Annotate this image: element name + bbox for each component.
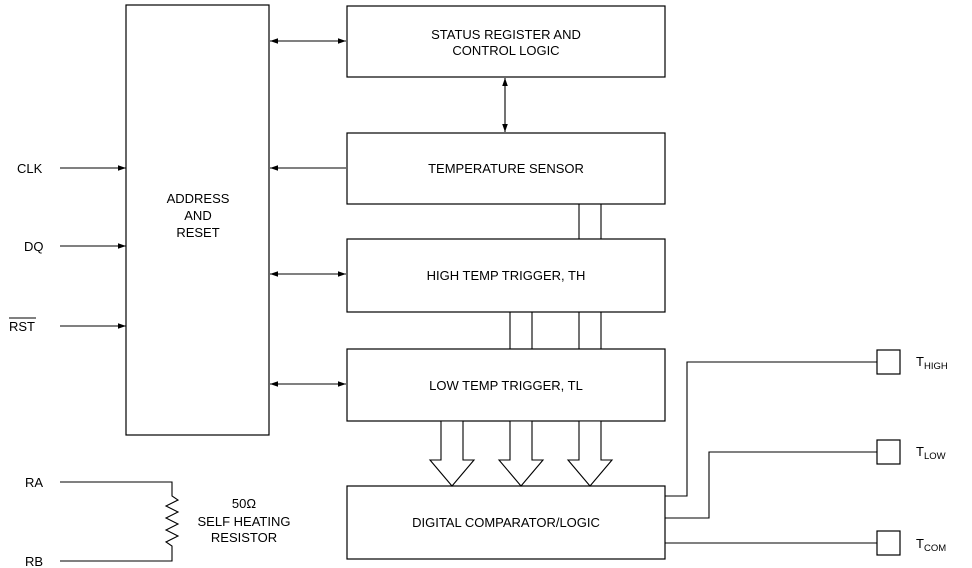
comparator-label: DIGITAL COMPARATOR/LOGIC bbox=[412, 515, 600, 530]
self-heating-resistor: RA RB 50Ω SELF HEATING RESISTOR bbox=[25, 475, 290, 568]
resistor-value: 50Ω bbox=[232, 496, 256, 511]
clk-input: CLK bbox=[17, 161, 126, 176]
resistor-label-line1: SELF HEATING bbox=[198, 514, 291, 529]
tlow-pin bbox=[876, 439, 901, 465]
ra-label: RA bbox=[25, 475, 43, 490]
address-reset-block: ADDRESS AND RESET bbox=[125, 4, 270, 436]
tcom-pin bbox=[876, 530, 901, 556]
bus-arrow-3 bbox=[566, 420, 614, 487]
rst-label: RST bbox=[9, 319, 35, 334]
status-register-block: STATUS REGISTER AND CONTROL LOGIC bbox=[346, 5, 666, 78]
resistor-label-line2: RESISTOR bbox=[211, 530, 277, 545]
high-temp-trigger-block: HIGH TEMP TRIGGER, TH bbox=[346, 238, 666, 313]
low-trigger-label: LOW TEMP TRIGGER, TL bbox=[429, 378, 583, 393]
reset-label: RESET bbox=[176, 225, 219, 240]
dq-label: DQ bbox=[24, 239, 44, 254]
bus-arrow-2 bbox=[497, 420, 545, 487]
resistor-zigzag bbox=[60, 481, 180, 562]
tcom-label: TCOM bbox=[916, 536, 946, 554]
tlow-wire bbox=[665, 451, 877, 519]
sensor-label: TEMPERATURE SENSOR bbox=[428, 161, 584, 176]
thigh-wire bbox=[665, 361, 877, 497]
dq-input: DQ bbox=[24, 239, 126, 254]
address-label: ADDRESS bbox=[167, 191, 230, 206]
bus-arrow-1 bbox=[428, 420, 476, 487]
rst-input: RST bbox=[9, 317, 126, 334]
temperature-sensor-block: TEMPERATURE SENSOR bbox=[346, 132, 666, 205]
thigh-pin bbox=[876, 349, 901, 375]
and-label: AND bbox=[184, 208, 211, 223]
high-trigger-label: HIGH TEMP TRIGGER, TH bbox=[427, 268, 586, 283]
thigh-output: THIGH bbox=[665, 349, 948, 497]
sensor-data-bus bbox=[578, 204, 602, 239]
tlow-output: TLOW bbox=[665, 439, 946, 519]
digital-comparator-block: DIGITAL COMPARATOR/LOGIC bbox=[346, 485, 666, 560]
tlow-label: TLOW bbox=[916, 444, 946, 462]
thigh-label: THIGH bbox=[916, 354, 948, 372]
status-label-line2: CONTROL LOGIC bbox=[452, 43, 559, 58]
status-label-line1: STATUS REGISTER AND bbox=[431, 27, 581, 42]
clk-label: CLK bbox=[17, 161, 43, 176]
low-temp-trigger-block: LOW TEMP TRIGGER, TL bbox=[346, 348, 666, 422]
trigger-data-bus bbox=[509, 312, 602, 349]
rb-label: RB bbox=[25, 554, 43, 568]
tcom-output: TCOM bbox=[665, 530, 946, 556]
